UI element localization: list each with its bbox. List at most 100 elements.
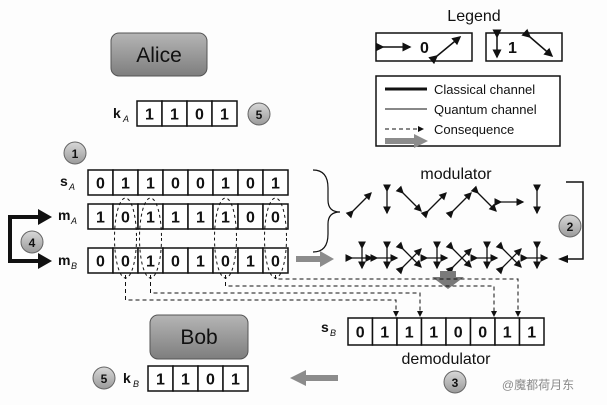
mb-cell	[137, 247, 164, 274]
sb-bit: 0	[478, 325, 487, 342]
modulator-crosses	[345, 241, 549, 275]
rectilinear-basis-icon	[520, 241, 549, 270]
ma-bit: 0	[271, 210, 280, 227]
classical-link	[275, 275, 521, 317]
legend-basis-1: 1	[508, 40, 517, 57]
modulator-arrows	[345, 184, 541, 219]
rectilinear-basis-icon	[370, 241, 399, 270]
bob-key-bit: 1	[231, 372, 240, 389]
legend-quantum: Quantum channel	[434, 102, 537, 117]
ma-bit: 1	[221, 210, 230, 227]
brace	[312, 169, 341, 253]
alice-key-cell	[161, 100, 188, 127]
row-label-ma: m	[58, 207, 70, 223]
ma-bit: 0	[121, 210, 130, 227]
bob-key-cell	[222, 365, 249, 392]
sb-cell	[469, 317, 496, 346]
sb-bit: 1	[380, 325, 389, 342]
ma-bit: 1	[171, 210, 180, 227]
bob-key-label: k	[123, 370, 131, 386]
diagonal-basis-icon	[445, 241, 472, 275]
consequence-arrow-down	[432, 271, 464, 289]
classical-link	[225, 275, 497, 317]
sb-bit: 1	[429, 325, 438, 342]
mb-bit: 1	[146, 254, 155, 271]
polarization-arrow-icon	[395, 185, 422, 212]
alice-key-bit: 1	[170, 107, 179, 124]
bob-key-cell	[172, 365, 199, 392]
sb-bit: 0	[454, 325, 463, 342]
classical-link	[150, 275, 423, 317]
sa-bit: 1	[221, 176, 230, 193]
sa-cell	[262, 169, 289, 196]
legend-consequence: Consequence	[434, 122, 514, 137]
diagonal-arrow-icon	[428, 36, 462, 65]
polarization-arrow-icon	[445, 192, 472, 219]
rectilinear-basis-icon	[345, 241, 374, 270]
step-5-bob: 5	[101, 372, 108, 386]
demodulator-label: demodulator	[402, 351, 492, 368]
alice-key-bit: 1	[145, 107, 154, 124]
step-5-alice: 5	[256, 108, 263, 122]
ma-cell	[112, 203, 139, 230]
legend-title: Legend	[447, 8, 500, 25]
sb-cell	[347, 317, 374, 346]
mb-bit: 0	[121, 254, 130, 271]
polarization-arrow-icon	[345, 192, 372, 219]
ma-cell	[187, 203, 214, 230]
mb-bit: 0	[96, 254, 105, 271]
consequence-arrow-icon	[385, 134, 428, 148]
row-label-sa: s	[60, 173, 68, 189]
ma-bit: 1	[146, 210, 155, 227]
sa-bit: 0	[96, 176, 105, 193]
polarization-arrow-icon	[420, 192, 447, 219]
row-sub-sb: B	[330, 328, 336, 338]
sa-bit: 0	[171, 176, 180, 193]
ma-cell	[162, 203, 189, 230]
ma-bit: 0	[246, 210, 255, 227]
alice-box: Alice	[110, 32, 208, 77]
sb-bit: 1	[503, 325, 512, 342]
mb-bit: 0	[221, 254, 230, 271]
sa-cell	[87, 169, 114, 196]
sb-bit: 1	[405, 325, 414, 342]
mb-cell	[237, 247, 264, 274]
legend-classical: Classical channel	[434, 82, 535, 97]
ma-bit: 1	[96, 210, 105, 227]
antidiagonal-arrow-icon	[521, 28, 554, 57]
diagonal-basis-icon	[395, 241, 422, 275]
sb-cell	[494, 317, 521, 346]
alice-key-cell	[186, 100, 213, 127]
bob-key-cell	[197, 365, 224, 392]
mb-bit: 0	[171, 254, 180, 271]
ma-cell	[137, 203, 164, 230]
step-3: 3	[452, 376, 459, 390]
step-1: 1	[72, 147, 79, 161]
sa-cell	[112, 169, 139, 196]
mb-cell	[112, 247, 139, 274]
row-sub-ma: A	[70, 216, 77, 226]
alice-key-label: k	[113, 105, 121, 121]
bob-key-bit: 1	[156, 372, 165, 389]
bob-box: Bob	[149, 314, 249, 360]
sb-cell	[420, 317, 447, 346]
legend: Legend 0 1 Classical channel Quantum cha…	[375, 8, 563, 148]
sa-bit: 1	[146, 176, 155, 193]
sa-cell	[237, 169, 264, 196]
bob-key-bit: 0	[206, 372, 215, 389]
mb-cell	[262, 247, 289, 274]
sb-cell	[518, 317, 545, 346]
classical-link	[125, 275, 399, 317]
polarization-arrow-icon	[470, 185, 497, 212]
ma-cell	[262, 203, 289, 230]
alice-key-bit: 1	[220, 107, 229, 124]
row-label-sb: s	[321, 319, 329, 335]
alice-key-bit: 0	[195, 107, 204, 124]
sb-bit: 1	[527, 325, 536, 342]
